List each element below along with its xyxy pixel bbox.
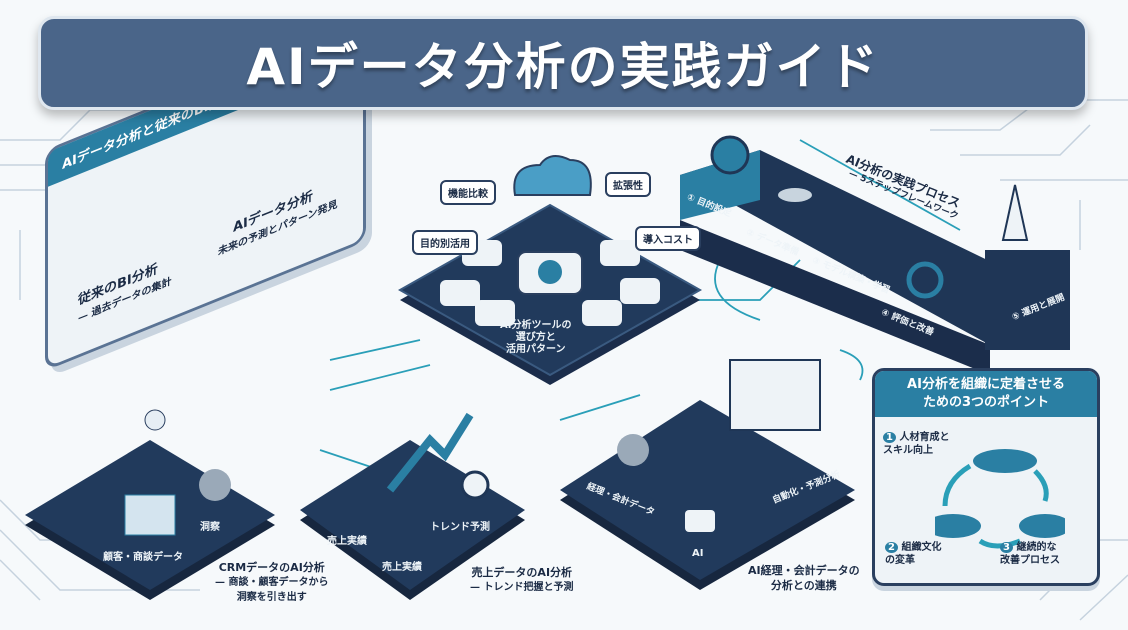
sales-platform — [300, 412, 525, 600]
organization-title: AI分析を組織に定着させる ための3つのポイント — [875, 371, 1097, 417]
improvement-icon — [1019, 514, 1065, 538]
money-bag-icon — [617, 434, 649, 466]
point-number: 1 — [883, 432, 896, 443]
tool-label-cost: 導入コスト — [635, 226, 701, 251]
caption-line: AI経理・会計データの — [748, 564, 860, 577]
caption-line: 選び方と — [515, 332, 556, 343]
page-title: AIデータ分析の実践ガイド — [246, 38, 880, 96]
caption-line: AI分析ツールの — [500, 320, 572, 331]
tool-label-use-case: 目的別活用 — [412, 230, 478, 255]
organization-panel: AI分析を組織に定着させる ための3つのポイント 1 人材育成とスキル向上 2 … — [872, 368, 1100, 586]
cycle-diagram — [935, 449, 1065, 549]
title-line: ための3つのポイント — [922, 395, 1050, 410]
ai-chip-icon — [685, 510, 715, 532]
point-line: 改善プロセス — [1000, 555, 1060, 566]
point-3: 3 継続的な改善プロセス — [1000, 541, 1060, 567]
tool-label-scalability: 拡張性 — [605, 172, 651, 197]
point-line: 人材育成と — [899, 432, 950, 443]
table-icon — [124, 494, 176, 536]
point-number: 2 — [885, 542, 898, 553]
point-line: 継続的な — [1016, 542, 1057, 553]
lightbulb-icon — [144, 409, 166, 431]
caption-line: 洞察を引き出す — [236, 592, 307, 603]
crm-caption: CRMデータのAI分析 — 商談・顧客データから 洞察を引き出す — [215, 560, 328, 605]
caption-line: — トレンド把握と予測 — [470, 582, 574, 593]
rocket-icon — [1001, 184, 1029, 241]
point-line: 組織文化 — [901, 542, 942, 553]
point-number: 3 — [1000, 542, 1013, 553]
dashboard-icon — [729, 359, 821, 431]
title-line: AI分析を組織に定着させる — [907, 377, 1065, 392]
trend-arrow-icon — [386, 412, 474, 493]
crm-platform — [25, 409, 275, 600]
cloud-icon — [513, 155, 592, 196]
point-line: スキル向上 — [883, 445, 933, 456]
caption-line: CRMデータのAI分析 — [218, 561, 325, 574]
team-icon — [935, 514, 981, 538]
tools-caption: AI分析ツールの 選び方と 活用パターン — [500, 320, 571, 356]
sales-label-1: 売上実績 — [327, 536, 367, 547]
sales-trend-label: トレンド予測 — [430, 522, 490, 533]
sales-label-2: 売上実績 — [382, 562, 422, 573]
tool-label-feature-comparison: 機能比較 — [440, 180, 496, 205]
target-icon — [710, 135, 750, 175]
magnifier-icon — [460, 470, 490, 500]
caption-line: — 商談・顧客データから — [215, 577, 329, 588]
process-staircase — [680, 135, 1070, 375]
sales-caption: 売上データのAI分析 — トレンド把握と予測 — [470, 565, 573, 595]
caption-line: 活用パターン — [505, 344, 566, 355]
accounting-ai-label: AI — [692, 548, 704, 559]
accounting-caption: AI経理・会計データの 分析との連携 — [748, 563, 860, 593]
caption-line: 分析との連携 — [770, 579, 837, 592]
accounting-platform — [560, 359, 855, 590]
gear-icon — [199, 469, 231, 501]
crm-insight-label: 洞察 — [200, 522, 220, 533]
database-icon — [776, 186, 814, 204]
point-1: 1 人材育成とスキル向上 — [883, 431, 949, 457]
graduation-cap-icon — [973, 449, 1037, 473]
caption-line: 売上データのAI分析 — [471, 566, 573, 579]
point-line: の変革 — [885, 555, 915, 566]
title-banner: AIデータ分析の実践ガイド — [38, 16, 1088, 110]
point-2: 2 組織文化の変革 — [885, 541, 941, 567]
crm-data-label: 顧客・商談データ — [103, 552, 183, 563]
refresh-icon — [906, 261, 944, 299]
